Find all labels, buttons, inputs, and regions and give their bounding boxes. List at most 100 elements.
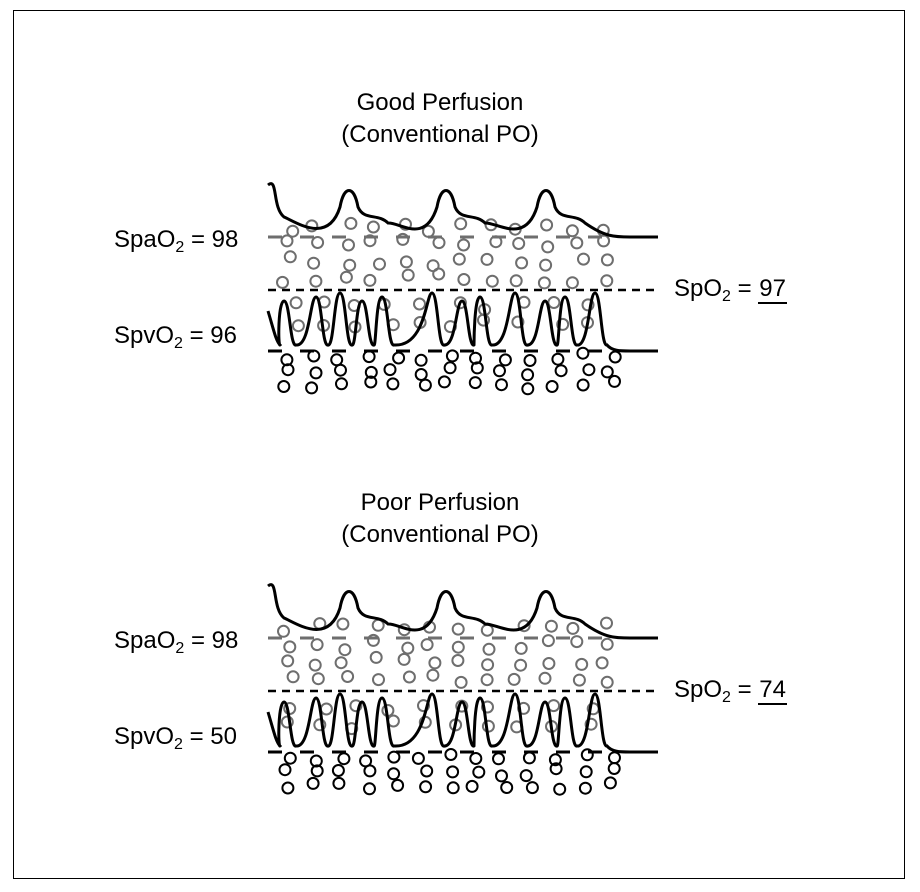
arterial-blood-cell: [482, 642, 496, 656]
arterial-blood-cell: [511, 315, 525, 329]
arterial-blood-cell: [575, 657, 589, 671]
label-equals: =: [182, 322, 211, 349]
title-line-2: (Conventional PO): [341, 121, 539, 148]
label-equals: =: [184, 226, 212, 253]
venous-blood-cell: [419, 780, 433, 794]
venous-blood-cell: [363, 764, 377, 778]
arterial-blood-cell: [336, 617, 350, 631]
label-prefix: SpvO: [114, 322, 175, 349]
arterial-blood-cell: [542, 657, 556, 670]
arterial-blood-cell: [547, 296, 561, 309]
arterial-blood-cell: [432, 267, 446, 281]
arterial-blood-cell: [334, 656, 348, 670]
arterial-blood-cell: [369, 650, 383, 664]
label-equals: =: [730, 676, 759, 703]
arterial-waveform: [267, 583, 658, 640]
label-prefix: SpvO: [114, 723, 175, 750]
arterial-blood-cell: [451, 654, 465, 667]
venous-blood-cell: [553, 782, 567, 796]
title-line-2: (Conventional PO): [341, 521, 539, 548]
arterial-blood-cell: [363, 234, 377, 248]
figure-frame: [13, 10, 905, 879]
venous-blood-cell: [493, 364, 506, 378]
arterial-blood-cell: [349, 699, 363, 713]
venous-blood-cell: [582, 363, 596, 377]
venous-blood-cell: [576, 378, 590, 392]
venous-blood-cell: [470, 361, 484, 375]
label-subscript: 2: [175, 239, 185, 256]
label-prefix: SpO: [674, 275, 723, 302]
venous-blood-cell: [392, 351, 406, 365]
arterial-blood-cell: [286, 670, 300, 684]
arterial-blood-cell: [514, 641, 528, 655]
panel-title-poor-perfusion: Poor Perfusion (Conventional PO): [240, 487, 640, 551]
venous-blood-cell: [551, 352, 565, 366]
arterial-blood-cell: [311, 236, 325, 249]
arterial-blood-cell: [581, 298, 595, 312]
venous-blood-cell: [337, 752, 351, 766]
arterial-blood-cell: [402, 670, 416, 684]
label-subscript: 2: [722, 689, 731, 706]
arterial-blood-cell: [565, 276, 579, 290]
venous-blood-cell: [495, 769, 508, 783]
arterial-blood-cell: [417, 699, 430, 713]
venous-blood-cell: [445, 349, 459, 363]
venous-blood-cell: [364, 365, 378, 379]
venous-blood-cell: [443, 361, 457, 375]
arterial-blood-cell: [310, 638, 324, 652]
venous-blood-cell: [608, 350, 622, 364]
arterial-blood-cell: [311, 672, 325, 686]
label-value: 98: [211, 226, 239, 253]
arterial-blood-cell: [276, 275, 289, 289]
venous-blood-cell: [334, 363, 347, 377]
arterial-blood-cell: [538, 671, 552, 685]
venous-blood-cell: [310, 764, 324, 778]
arterial-blood-cell: [339, 270, 353, 284]
venous-blood-cell: [472, 765, 486, 779]
arterial-blood-cell: [373, 257, 386, 271]
venous-blood-cell: [523, 354, 537, 367]
arterial-blood-cell: [544, 619, 558, 633]
venous-blood-cell: [330, 353, 344, 367]
venous-blood-cell: [608, 374, 621, 388]
venous-blood-cell: [437, 375, 451, 389]
arterial-blood-cell: [451, 640, 465, 654]
arterial-blood-cell: [397, 652, 411, 666]
arterial-blood-cell: [283, 640, 297, 654]
arterial-blood-cell: [540, 218, 554, 232]
title-line-1: Poor Perfusion: [360, 489, 520, 516]
venous-blood-cell: [383, 363, 397, 377]
arterial-blood-cell: [286, 224, 300, 238]
arterial-blood-cell: [584, 717, 598, 731]
arterial-blood-cell: [595, 656, 609, 670]
arterial-blood-cell: [577, 252, 590, 266]
venous-blood-cell: [492, 752, 505, 766]
label-value: 98: [211, 627, 239, 654]
arterial-blood-cell: [541, 240, 555, 254]
venous-blood-cell: [386, 377, 400, 391]
spo2-value-underlined: 74: [758, 676, 787, 705]
venous-blood-cell: [465, 779, 479, 793]
panel-title-good-perfusion: Good Perfusion (Conventional PO): [240, 87, 640, 151]
venous-blood-cell: [281, 363, 295, 377]
arterial-blood-cell: [457, 273, 471, 286]
venous-waveform: [266, 692, 658, 754]
label-equals: =: [182, 723, 211, 750]
venous-blood-cell: [277, 380, 291, 393]
venous-blood-cell: [362, 350, 376, 364]
venous-blood-cell: [521, 382, 535, 396]
venous-blood-cell: [579, 765, 593, 779]
arterial-blood-cell: [366, 220, 380, 234]
arterial-blood-cell: [309, 274, 323, 288]
venous-blood-cell: [521, 368, 535, 382]
label-subscript: 2: [722, 288, 731, 305]
arterial-blood-cell: [480, 252, 494, 266]
arterial-blood-cell: [426, 668, 440, 682]
arterial-blood-cell: [366, 633, 380, 647]
arterial-blood-cell: [307, 256, 321, 270]
arterial-blood-cell: [432, 236, 446, 250]
arterial-blood-cell: [600, 616, 613, 630]
arterial-blood-cell: [291, 319, 305, 333]
arterial-blood-cell: [413, 297, 426, 311]
